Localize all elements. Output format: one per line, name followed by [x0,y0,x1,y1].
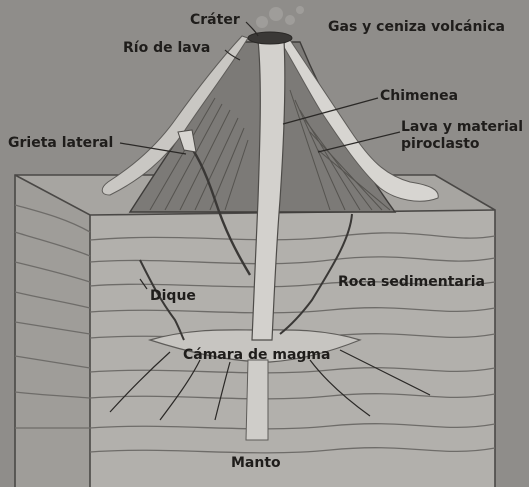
leader-lines [119,21,401,290]
label-crater: Cráter [190,12,240,28]
lower-conduit [245,359,269,441]
ash-cloud [256,6,304,28]
label-chimney: Chimenea [380,88,458,104]
right-branch [279,213,353,335]
chimney [251,39,286,341]
lateral-crack [184,139,252,276]
lava-flow-right [281,39,439,202]
label-dike: Dique [150,288,196,304]
label-lava-material-2: piroclasto [401,136,480,152]
magma-roots [109,349,431,421]
label-gas: Gas y ceniza volcánica [328,19,505,35]
strata-left [14,204,91,429]
lateral-crack-vent [177,129,197,153]
lava-flow-left [101,35,249,196]
label-magma-chamber: Cámara de magma [183,347,330,363]
label-lateral-crack: Grieta lateral [8,135,113,151]
dike [139,259,185,341]
label-sedimentary-rock: Roca sedimentaria [338,274,485,290]
label-mantle: Manto [231,455,281,471]
cone-hatching [149,89,391,211]
magma-chamber [147,329,362,363]
block-left-face [15,175,90,487]
crater [247,31,293,45]
block-edges [14,174,496,487]
label-lava-river: Río de lava [123,40,210,56]
label-lava-material-1: Lava y material [401,119,523,135]
